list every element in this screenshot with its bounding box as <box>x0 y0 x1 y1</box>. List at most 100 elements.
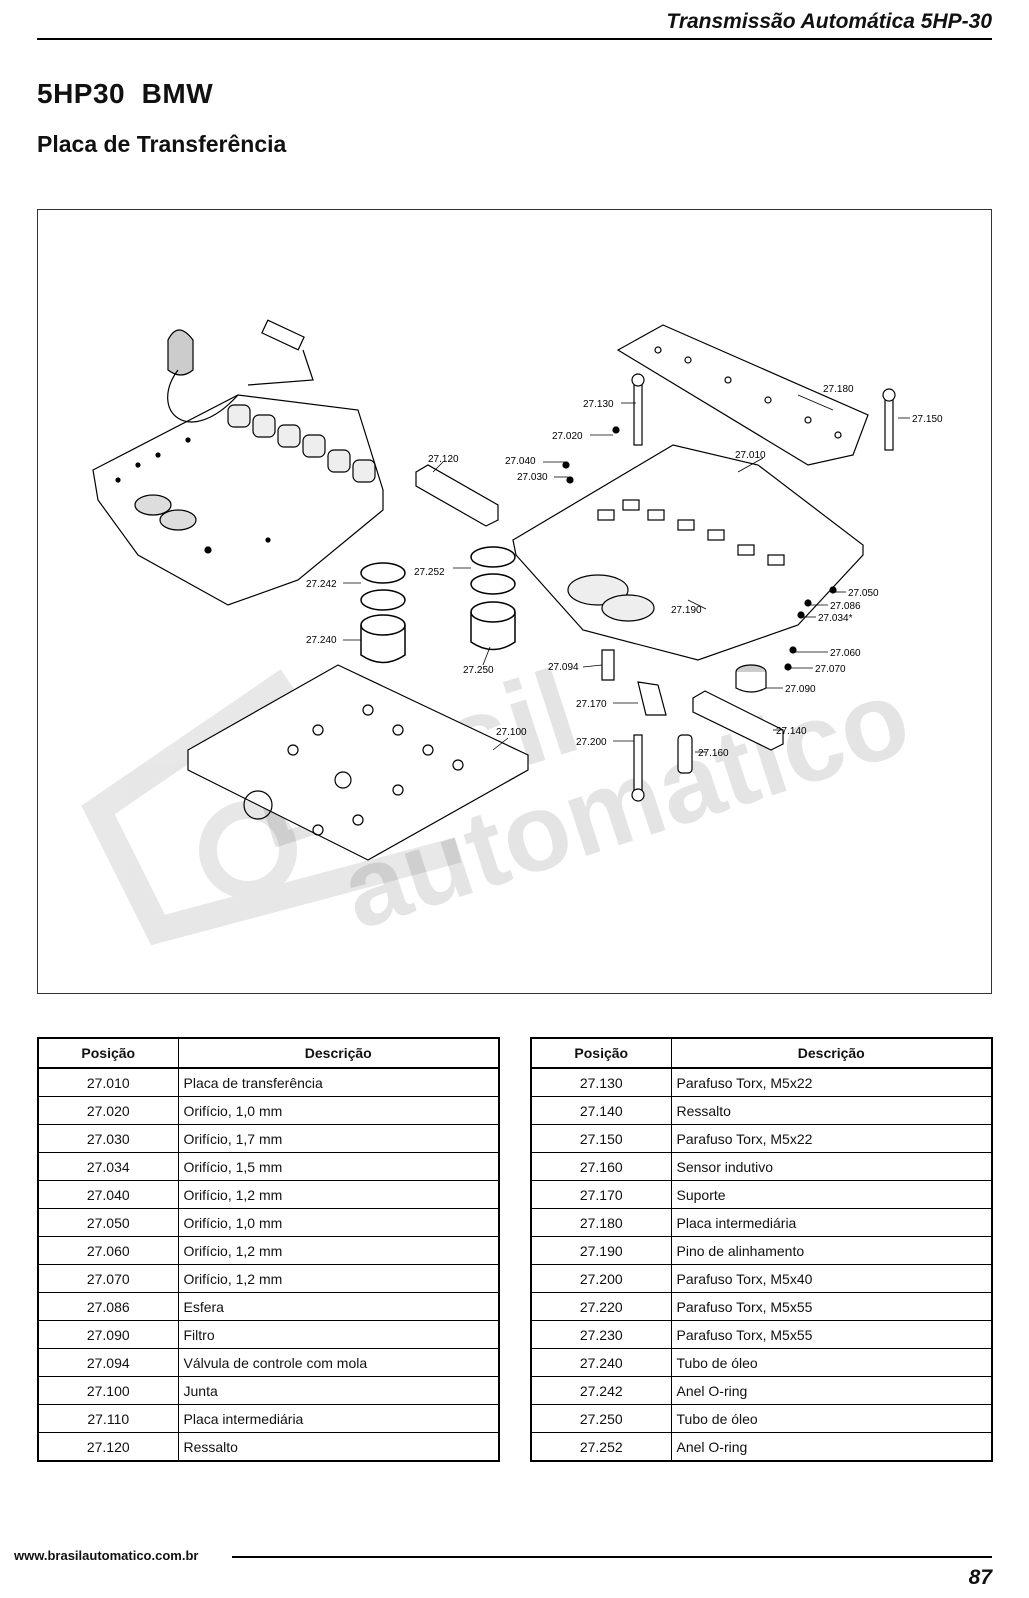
cell-description: Esfera <box>177 1292 500 1321</box>
column-header-description: Descrição <box>177 1037 500 1069</box>
intermediate-plate <box>616 324 869 466</box>
cell-description: Parafuso Torx, M5x22 <box>670 1124 993 1153</box>
callout-27190: 27.190 <box>671 605 702 616</box>
exploded-diagram: Brasil automatico <box>37 209 992 994</box>
cell-description: Orifício, 1,2 mm <box>177 1236 500 1265</box>
cell-position: 27.094 <box>37 1348 179 1377</box>
cell-description: Parafuso Torx, M5x55 <box>670 1320 993 1349</box>
cell-position: 27.030 <box>37 1124 179 1153</box>
callout-27030: 27.030 <box>517 472 548 483</box>
cell-description: Tubo de óleo <box>670 1404 993 1433</box>
callout-27060: 27.060 <box>830 648 861 659</box>
valve-body-assembly <box>92 319 384 606</box>
cell-description: Junta <box>177 1376 500 1405</box>
cell-position: 27.240 <box>530 1348 672 1377</box>
cell-description: Orifício, 1,0 mm <box>177 1096 500 1125</box>
cell-description: Parafuso Torx, M5x40 <box>670 1264 993 1293</box>
cell-position: 27.170 <box>530 1180 672 1209</box>
callout-27200: 27.200 <box>576 737 607 748</box>
callout-27094: 27.094 <box>548 662 579 673</box>
cell-description: Orifício, 1,2 mm <box>177 1264 500 1293</box>
cell-description: Ressalto <box>670 1096 993 1125</box>
cell-description: Suporte <box>670 1180 993 1209</box>
cell-description: Válvula de controle com mola <box>177 1348 500 1377</box>
cell-position: 27.220 <box>530 1292 672 1321</box>
table-header-row: Posição Descrição <box>530 1037 993 1069</box>
cell-position: 27.150 <box>530 1124 672 1153</box>
column-header-position: Posição <box>530 1037 672 1069</box>
callout-27170: 27.170 <box>576 699 607 710</box>
callout-27040: 27.040 <box>505 456 536 467</box>
callout-27100: 27.100 <box>496 727 527 738</box>
cell-description: Parafuso Torx, M5x55 <box>670 1292 993 1321</box>
leader-lines <box>343 394 910 753</box>
cell-position: 27.190 <box>530 1236 672 1265</box>
page-title: 5HP30 BMW <box>37 78 214 109</box>
cell-position: 27.010 <box>37 1067 179 1097</box>
cell-description: Tubo de óleo <box>670 1348 993 1377</box>
callout-27070: 27.070 <box>815 664 846 675</box>
cell-description: Orifício, 1,7 mm <box>177 1124 500 1153</box>
callout-27150: 27.150 <box>912 414 943 425</box>
cell-description: Sensor indutivo <box>670 1152 993 1181</box>
callout-27090: 27.090 <box>785 684 816 695</box>
callout-27160: 27.160 <box>698 748 729 759</box>
cell-position: 27.242 <box>530 1376 672 1405</box>
cell-description: Placa intermediária <box>670 1208 993 1237</box>
callout-labels: 27.130 27.180 27.150 27.020 27.010 27.12… <box>306 384 943 759</box>
cell-position: 27.200 <box>530 1264 672 1293</box>
cell-description: Anel O-ring <box>670 1432 993 1462</box>
cell-position: 27.090 <box>37 1320 179 1349</box>
cell-position: 27.100 <box>37 1376 179 1405</box>
cell-position: 27.250 <box>530 1404 672 1433</box>
cell-position: 27.060 <box>37 1236 179 1265</box>
header-rule <box>37 38 992 40</box>
callout-27050: 27.050 <box>848 588 879 599</box>
cell-description: Orifício, 1,5 mm <box>177 1152 500 1181</box>
callout-27180: 27.180 <box>823 384 854 395</box>
cell-description: Parafuso Torx, M5x22 <box>670 1067 993 1097</box>
watermark-logo <box>81 669 462 946</box>
cell-position: 27.110 <box>37 1404 179 1433</box>
callout-27034: 27.034* <box>818 613 853 624</box>
header-title: Transmissão Automática 5HP-30 <box>666 10 992 33</box>
page-number: 87 <box>968 1566 992 1589</box>
o-rings-tubes <box>360 546 516 664</box>
cell-position: 27.130 <box>530 1067 672 1097</box>
cell-position: 27.180 <box>530 1208 672 1237</box>
cell-position: 27.252 <box>530 1432 672 1462</box>
callout-27250: 27.250 <box>463 665 494 676</box>
section-title: Placa de Transferência <box>37 131 287 157</box>
callout-27130: 27.130 <box>583 399 614 410</box>
callout-27140: 27.140 <box>776 726 807 737</box>
column-header-description: Descrição <box>670 1037 993 1069</box>
cell-description: Anel O-ring <box>670 1376 993 1405</box>
spacers <box>415 464 784 751</box>
cell-position: 27.230 <box>530 1320 672 1349</box>
cell-position: 27.020 <box>37 1096 179 1125</box>
callout-27086: 27.086 <box>830 601 861 612</box>
cell-description: Pino de alinhamento <box>670 1236 993 1265</box>
callout-27010: 27.010 <box>735 450 766 461</box>
callout-27252: 27.252 <box>414 567 445 578</box>
cell-description: Placa intermediária <box>177 1404 500 1433</box>
